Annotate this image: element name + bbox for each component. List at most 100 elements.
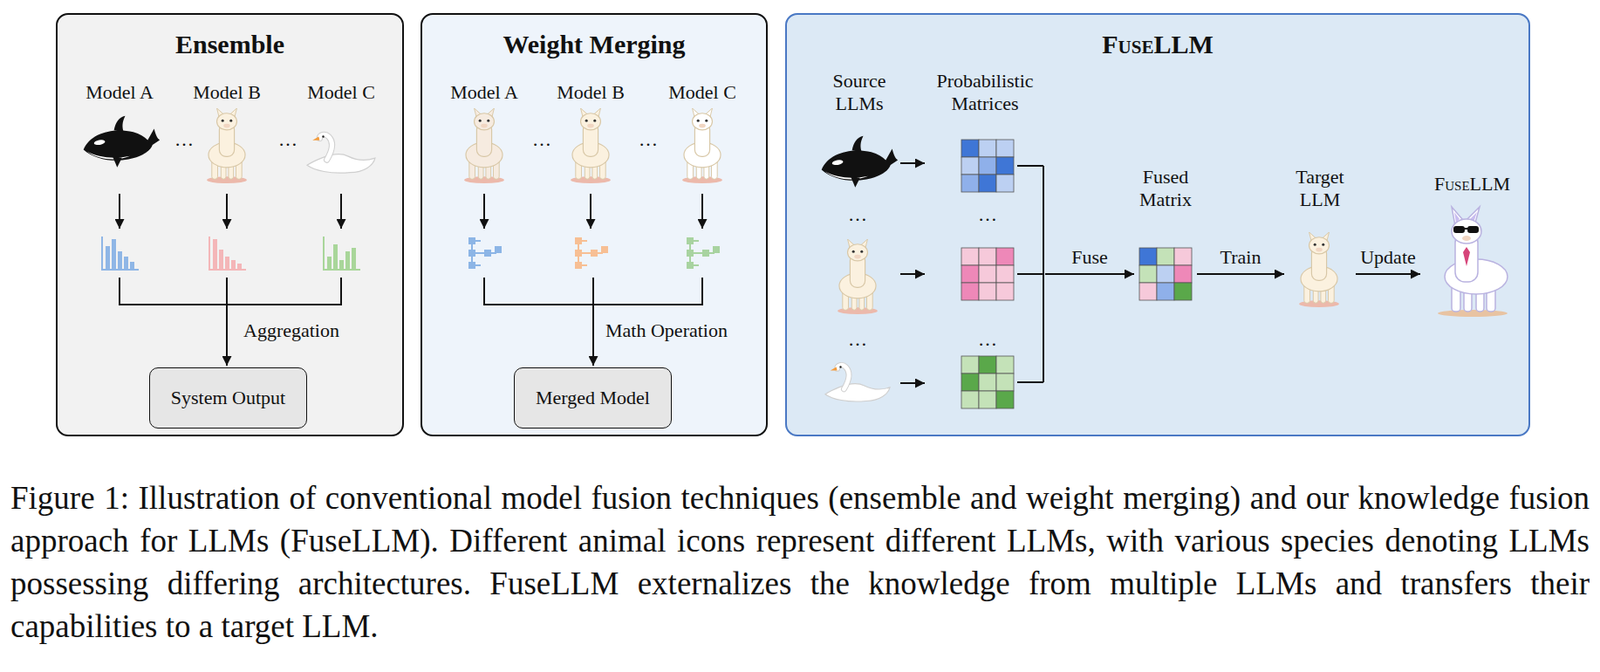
illustration-part (589, 193, 592, 229)
illustration-part (1462, 235, 1471, 241)
illustration-part (978, 355, 997, 374)
illustration-part (1464, 227, 1468, 230)
flow-arrow (900, 382, 925, 384)
illustration-part (105, 246, 110, 269)
fused-llm: FuseLLM (1422, 172, 1523, 322)
illustration-part (340, 193, 342, 229)
ensemble-wires (119, 193, 342, 366)
illustration-part (231, 259, 236, 269)
illustration-part (345, 251, 350, 269)
illustration-part (1017, 165, 1044, 383)
illustration-part (686, 237, 694, 245)
illustration-part (978, 247, 997, 266)
illustration-part (471, 240, 497, 266)
network-icon (686, 237, 720, 269)
illustration-part (1139, 247, 1157, 266)
illustration-part (961, 174, 979, 192)
fusellm-llama (1437, 206, 1508, 317)
illustration-part (961, 282, 979, 301)
ellipsis: … (638, 128, 658, 151)
illustration-part (996, 265, 1014, 283)
fusion-panel: FuseLLM Source LLMs Probabilistic Matrices… (785, 13, 1531, 437)
ellipsis: … (977, 203, 998, 226)
heading-text: Fused Matrix (1135, 165, 1196, 212)
heading-text: Probabilistic Matrices (926, 69, 1044, 116)
illustration-part (1139, 265, 1157, 283)
matrix-column: Probabilistic Matrices (926, 69, 1044, 419)
illustration-part (996, 282, 1014, 301)
panel-ground (785, 13, 1531, 437)
swan-icon (307, 134, 376, 173)
illustration-part (119, 277, 342, 305)
box-label: System Output (170, 386, 286, 410)
illustration-part (978, 265, 997, 283)
llama-icon (206, 108, 247, 184)
flow-arrow (900, 162, 925, 165)
illustration-part (1451, 218, 1482, 244)
flow-arrow (900, 273, 925, 275)
flow-arrow (1045, 273, 1135, 275)
illustration-part (237, 263, 242, 269)
illustration-part (961, 157, 979, 175)
flow-arrow (1355, 273, 1421, 275)
model-name: Model B (556, 81, 625, 104)
illustration-part (686, 249, 694, 257)
heading-text: Source LLMs (820, 69, 899, 116)
operation-label: Aggregation (243, 319, 340, 342)
target-llm: Target LLM (1285, 165, 1354, 310)
model-name: Model A (450, 81, 519, 104)
edge-label: Fuse (1071, 246, 1108, 269)
matrix-icon (1139, 247, 1192, 301)
histogram-icon (102, 236, 139, 270)
swan-icon (825, 364, 890, 402)
illustration-part (468, 261, 476, 269)
model-name: Model B (192, 81, 261, 104)
illustration-part (1463, 246, 1471, 267)
ellipsis: … (847, 328, 868, 351)
illustration-part (686, 261, 694, 269)
network-icon (574, 237, 609, 269)
illustration-part (327, 256, 332, 269)
illustration-part (978, 157, 997, 175)
illustration-part (996, 174, 1014, 192)
heading-text: FuseLLM (786, 28, 1529, 61)
heading-text: Weight Merging (422, 28, 766, 61)
histogram-icon (323, 236, 361, 270)
model-name: Model C (307, 81, 376, 104)
illustration-part (961, 373, 979, 391)
illustration-part (996, 355, 1014, 374)
illustration-part (225, 256, 230, 269)
illustration-part (961, 390, 979, 409)
illustration-part (592, 304, 595, 366)
panel-ground (420, 13, 768, 437)
illustration-part (1174, 247, 1192, 266)
merging-panel: Weight MergingMerged Model (420, 13, 768, 437)
flow-arrow (1196, 273, 1285, 275)
illustration-part (468, 237, 476, 245)
illustration-part (118, 193, 121, 229)
illustration-part (978, 174, 997, 192)
heading-text: Ensemble (57, 28, 403, 61)
output-box: System Output (149, 367, 308, 429)
illustration-part (712, 246, 720, 253)
illustration-part (996, 373, 1014, 391)
illustration-part (351, 247, 356, 269)
figure-caption: Figure 1: Illustration of conventional m… (10, 476, 1590, 648)
ensemble-panel: EnsembleSystem Output (55, 13, 404, 437)
output-box: Merged Model (513, 367, 672, 429)
illustration-part (494, 246, 502, 253)
model-name: Model C (668, 81, 737, 104)
illustration-part (996, 390, 1014, 409)
llama-icon (837, 239, 878, 315)
illustration-part (578, 240, 603, 266)
illustration-part (961, 355, 979, 374)
illustration-part (225, 193, 228, 229)
illustration-part (123, 256, 129, 269)
illustration-part (978, 282, 997, 301)
illustration-part (212, 239, 218, 269)
illustration-part (1467, 225, 1479, 233)
heading-text: Target LLM (1285, 165, 1354, 212)
illustration-part (1437, 309, 1508, 317)
illustration-part (117, 251, 123, 269)
